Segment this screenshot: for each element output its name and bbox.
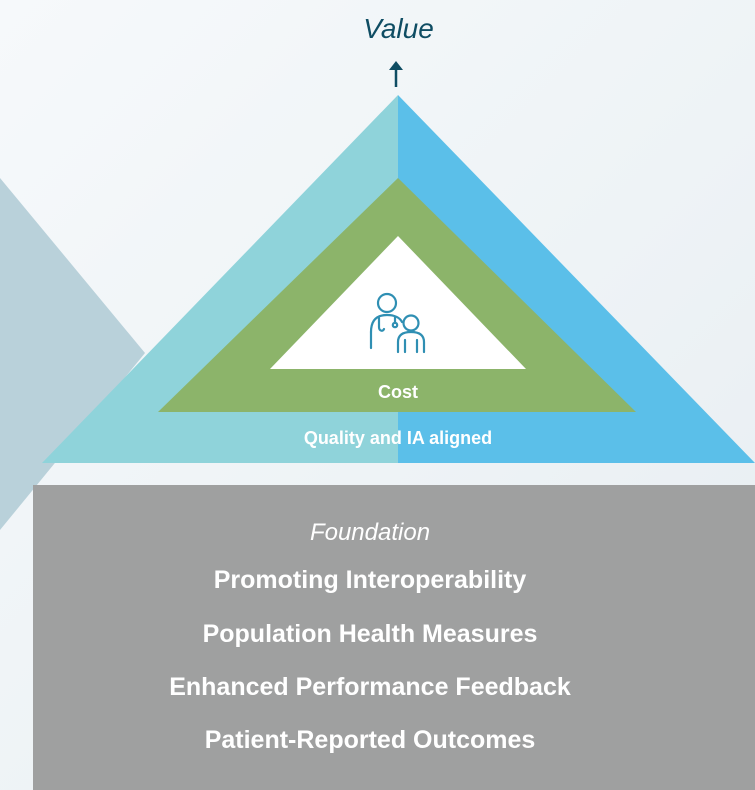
foundation-item: Enhanced Performance Feedback bbox=[169, 673, 571, 701]
foundation-item: Population Health Measures bbox=[202, 620, 538, 648]
inner-core-triangle bbox=[270, 236, 526, 369]
quality-layer-label: Quality and IA aligned bbox=[303, 428, 493, 448]
clinician-and-patient-icon bbox=[369, 292, 426, 354]
foundation-box bbox=[33, 485, 755, 790]
value-arrow-icon bbox=[389, 61, 403, 87]
cost-layer-label: Cost bbox=[378, 382, 418, 402]
foundation-item: Promoting Interoperability bbox=[213, 566, 527, 594]
background-chevron-shape bbox=[0, 178, 145, 530]
value-label: Value bbox=[363, 13, 434, 44]
foundation-item: Patient-Reported Outcomes bbox=[204, 726, 536, 754]
foundation-title: Foundation bbox=[309, 519, 431, 546]
